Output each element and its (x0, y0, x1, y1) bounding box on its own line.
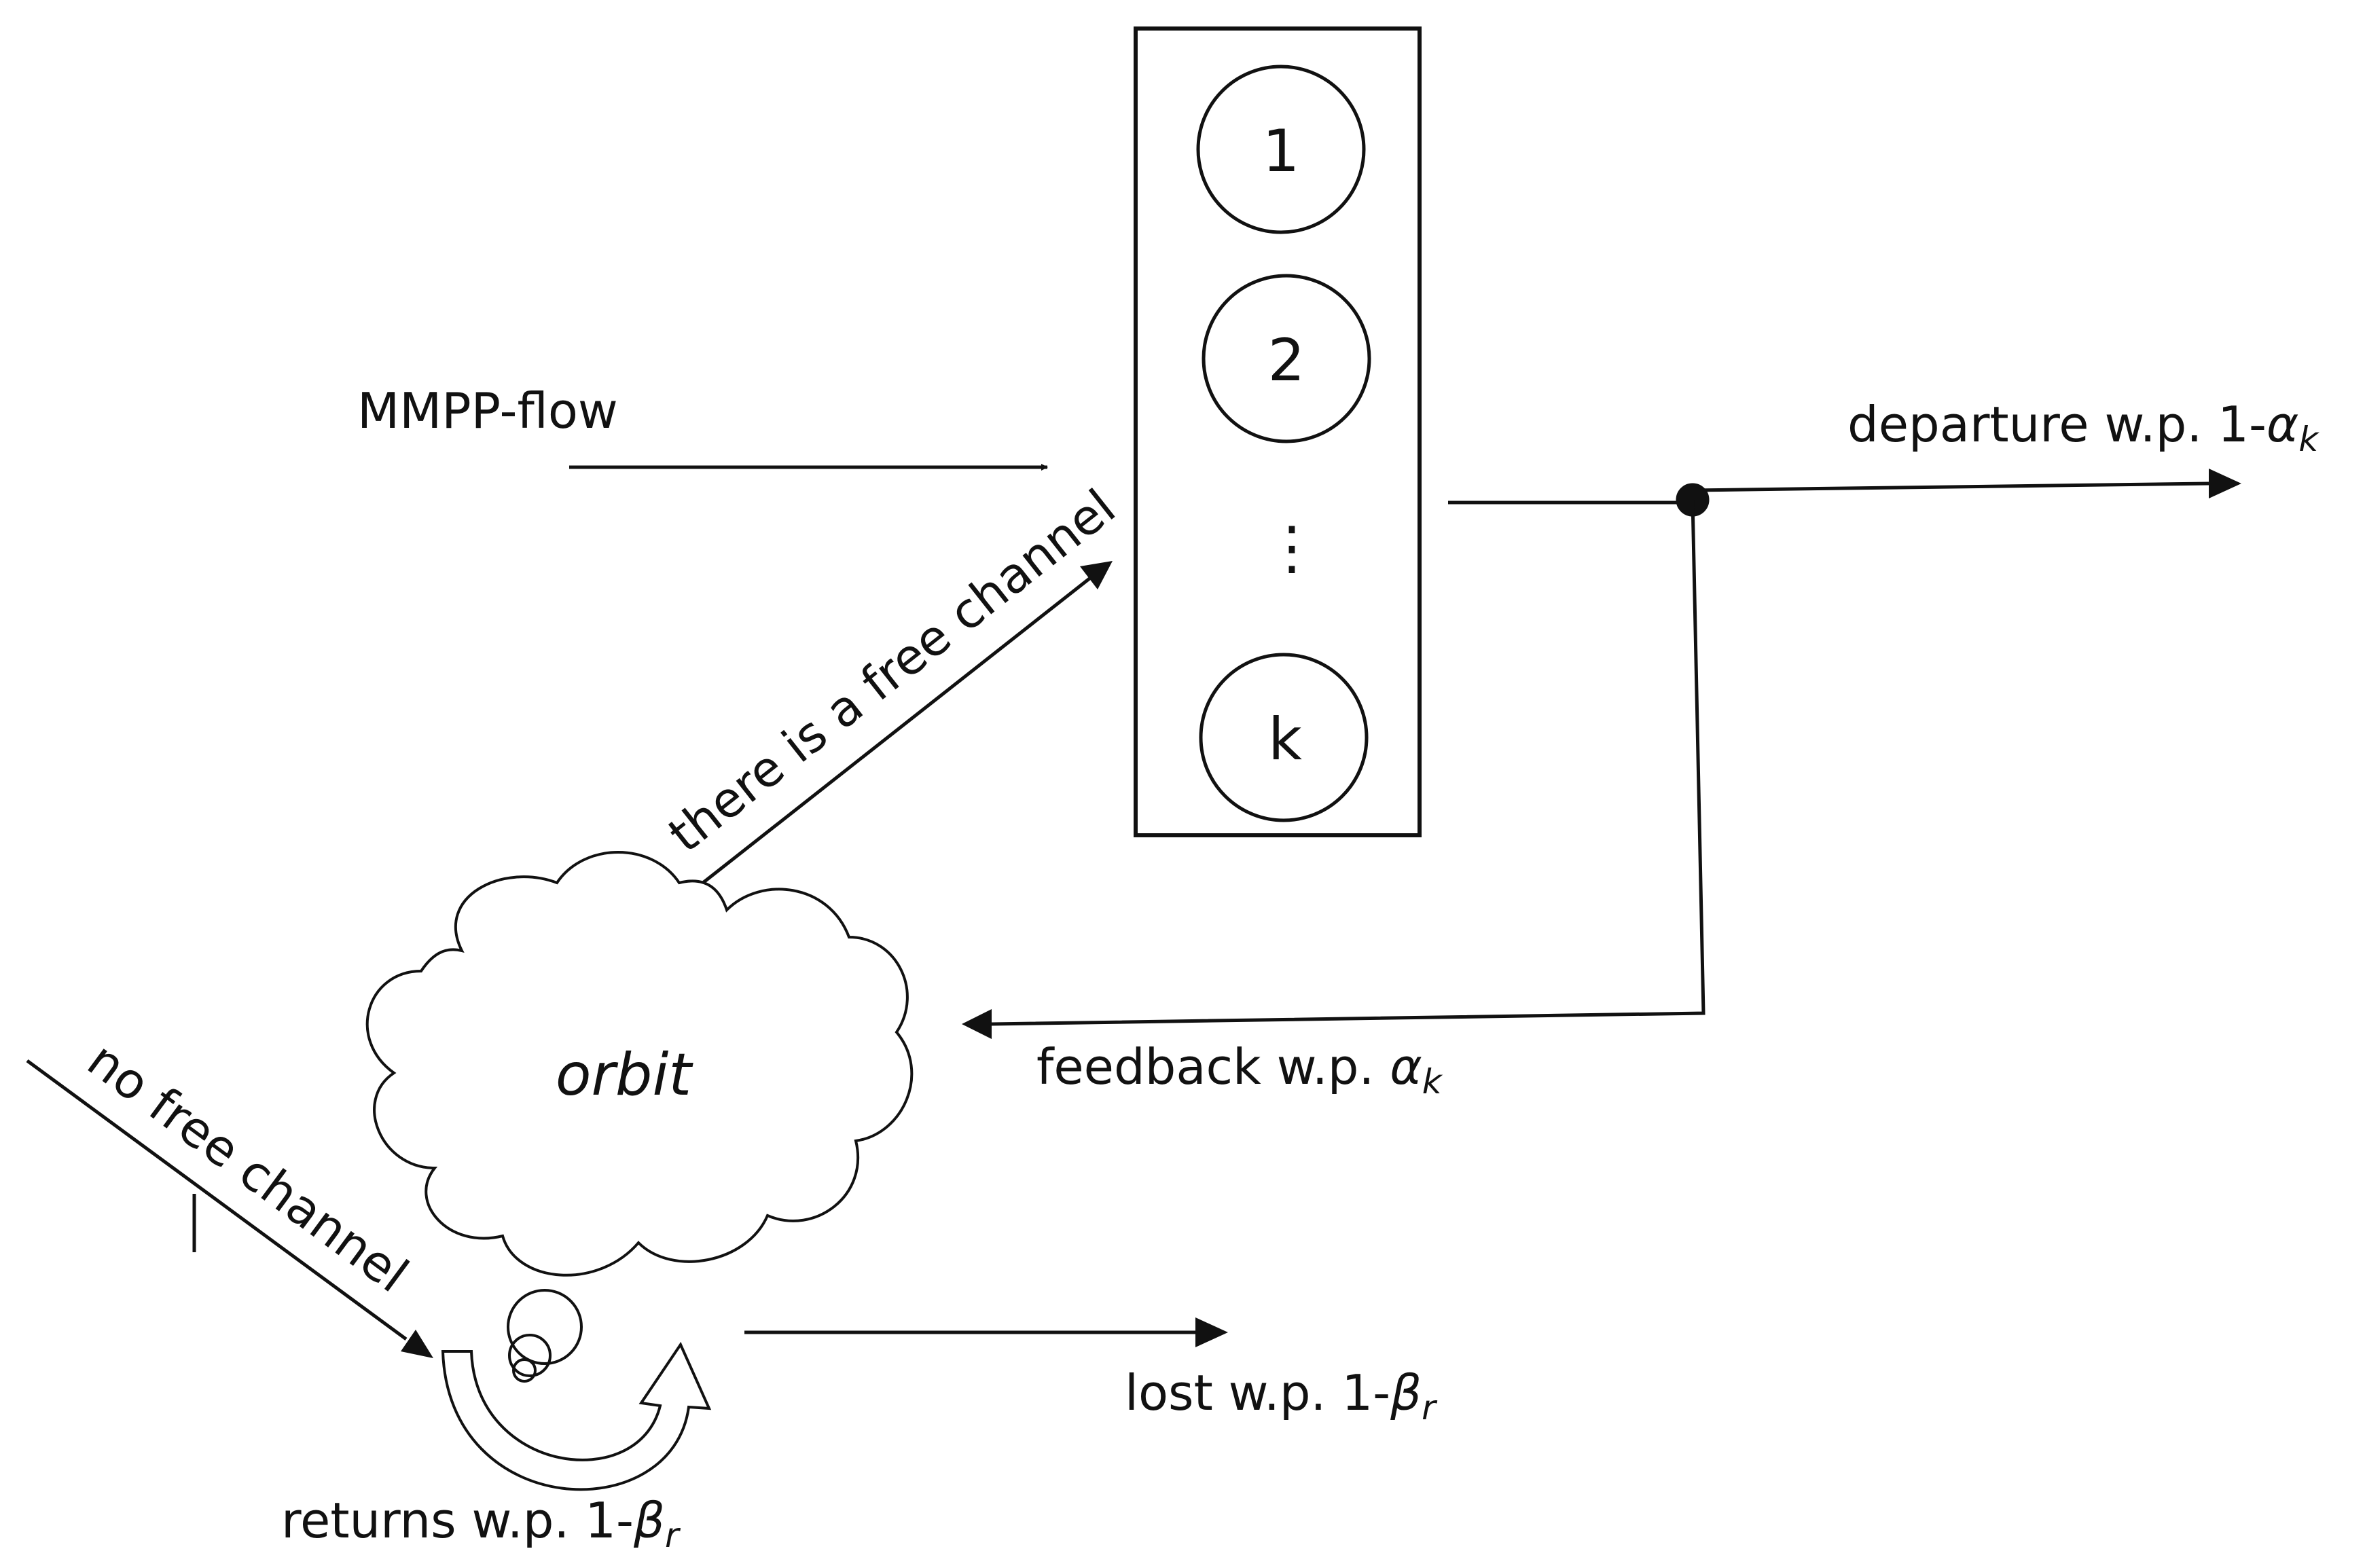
alpha-symbol: α (2267, 396, 2298, 453)
free-channel-arrow (686, 577, 1091, 896)
free-channel-arrowhead (1080, 561, 1113, 589)
channel-k-label: k (1268, 706, 1302, 773)
channel-2-label: 2 (1268, 327, 1305, 395)
channel-k-circle (1199, 653, 1369, 822)
feedback-alpha-subscript: k (1422, 1062, 1443, 1101)
feedback-alpha-symbol: α (1390, 1038, 1422, 1095)
thought-bubble-medium (508, 1334, 552, 1377)
free-channel-label: there is a free channel (658, 478, 1126, 863)
mmpp-flow-label: MMPP-flow (357, 382, 618, 439)
returns-loop-arrow (441, 1341, 712, 1491)
lost-arrowhead (1195, 1317, 1228, 1347)
alpha-subscript: k (2298, 420, 2319, 459)
orbit-cloud (365, 851, 914, 1277)
returns-text: returns w.p. 1- (281, 1492, 634, 1549)
channel-1-label: 1 (1263, 117, 1300, 185)
departure-arrow (1691, 481, 2209, 492)
channel-1-circle (1196, 65, 1366, 234)
departure-label: departure w.p. 1-αk (1847, 396, 2319, 459)
returns-label: returns w.p. 1-βr (281, 1492, 681, 1555)
lost-beta-subscript: r (1422, 1388, 1438, 1427)
thought-bubble-small (512, 1358, 537, 1383)
thought-bubble-large (507, 1289, 583, 1365)
returns-beta-symbol: β (633, 1492, 665, 1549)
feedback-label: feedback w.p. αk (1036, 1038, 1443, 1101)
orbit-label: orbit (556, 1041, 693, 1109)
returns-beta-subscript: r (665, 1516, 681, 1555)
lost-label: lost w.p. 1-βr (1125, 1364, 1438, 1427)
feedback-text: feedback w.p. (1036, 1038, 1390, 1095)
departure-arrowhead (2209, 469, 2241, 498)
departure-text: departure w.p. 1- (1847, 396, 2267, 453)
channel-2-circle (1202, 274, 1371, 443)
feedback-arrowhead (962, 1009, 992, 1039)
no-free-channel-label: no free channel (77, 1031, 418, 1303)
lost-text: lost w.p. 1- (1125, 1364, 1390, 1421)
lost-beta-symbol: β (1390, 1364, 1422, 1421)
no-free-channel-arrow (26, 1059, 408, 1341)
feedback-line (991, 499, 1705, 1026)
server-block (1134, 26, 1422, 837)
channel-dots: ⋮ (1263, 514, 1321, 582)
no-free-channel-arrowhead (401, 1330, 433, 1358)
